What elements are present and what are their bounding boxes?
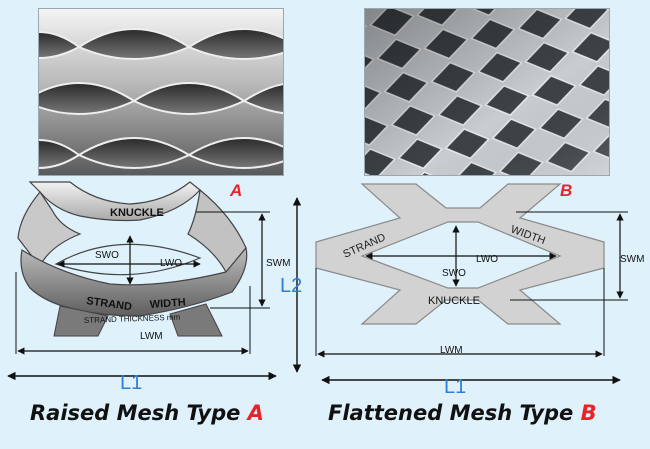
raised-lwm-label: LWM <box>140 331 163 342</box>
raised-dimension-lines <box>7 197 302 381</box>
raised-caption-letter: A <box>247 401 264 425</box>
raised-caption-text: Raised Mesh Type <box>30 401 248 425</box>
flattened-dimension-lines <box>315 211 628 385</box>
raised-knuckle-label: KNUCKLE <box>110 207 164 219</box>
flattened-knuckle-label: KNUCKLE <box>428 295 480 307</box>
flattened-swm-label: SWM <box>620 254 644 265</box>
raised-swo-label: SWO <box>95 250 119 261</box>
l1-label-b: L1 <box>444 376 466 398</box>
raised-mesh-shape <box>17 181 248 337</box>
l1-label-a: L1 <box>120 372 142 394</box>
flattened-type-letter: B <box>560 181 572 200</box>
raised-mesh-photo <box>38 8 284 176</box>
raised-swm-label: SWM <box>266 258 290 269</box>
flattened-mesh-photo <box>364 8 610 176</box>
flattened-swo-label: SWO <box>442 268 466 279</box>
l2-label: L2 <box>280 275 302 297</box>
flattened-caption-text: Flattened Mesh Type <box>328 401 581 425</box>
flattened-mesh-caption: Flattened Mesh Type B <box>328 401 597 433</box>
raised-width-label: WIDTH <box>149 297 186 311</box>
flattened-caption-letter: B <box>580 401 597 425</box>
raised-strand-thickness-label: STRAND THICKNESS mm <box>84 313 181 325</box>
raised-type-letter: A <box>229 181 242 200</box>
raised-mesh-caption: Raised Mesh Type A <box>30 401 264 433</box>
mesh-diagrams: KNUCKLE SWO LWO STRAND WIDTH STRAND THIC… <box>7 181 644 398</box>
